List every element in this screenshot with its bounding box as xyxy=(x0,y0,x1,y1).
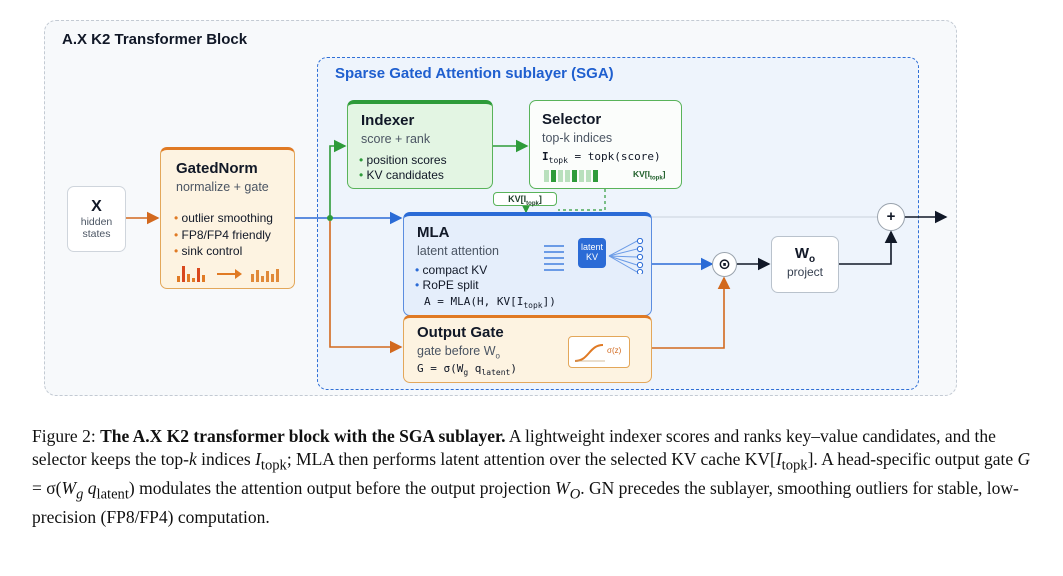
output-gate-title: Output Gate xyxy=(417,324,504,341)
output-gate-subtitle: gate before Wo xyxy=(417,344,500,361)
input-label: hidden xyxy=(80,216,113,228)
block-title: A.X K2 Transformer Block xyxy=(62,31,248,48)
gatednorm-block: GatedNorm normalize + gate • outlier smo… xyxy=(160,147,295,289)
gatednorm-bullet: • sink control xyxy=(174,244,243,258)
gatednorm-title: GatedNorm xyxy=(176,160,258,177)
wo-projection-block: Wo project xyxy=(771,236,839,293)
input-symbol: X xyxy=(91,198,102,215)
connector-arrows xyxy=(126,139,948,354)
input-label: states xyxy=(82,228,111,240)
to-output-gate-arrow xyxy=(329,221,403,354)
indexer-title: Indexer xyxy=(361,112,415,129)
mla-formula: A = MLA(H, KV[Itopk]) xyxy=(424,295,556,311)
latent-kv-icon: latent KV xyxy=(578,238,606,268)
gatednorm-bullet: • outlier smoothing xyxy=(174,211,273,225)
selector-title: Selector xyxy=(542,111,602,128)
selector-kv-dashed xyxy=(558,189,606,211)
wo-label: project xyxy=(786,265,824,279)
input-hidden-states: X hidden states xyxy=(67,186,126,252)
mla-title: MLA xyxy=(417,224,450,241)
indexer-block: Indexer score + rank • position scores •… xyxy=(347,100,493,189)
gatednorm-subtitle: normalize + gate xyxy=(176,180,269,194)
sga-title: Sparse Gated Attention sublayer (SGA) xyxy=(335,65,614,82)
gatednorm-bullet: • FP8/FP4 friendly xyxy=(174,227,271,242)
kv-topk-tag: KV[Itopk] xyxy=(493,192,557,207)
to-indexer-arrow xyxy=(329,139,347,218)
mla-block: MLA latent attention • compact KV • RoPE… xyxy=(403,212,652,316)
output-gate-block: Output Gate gate before Wo G = σ(Wg qlat… xyxy=(403,315,652,383)
add-node: + xyxy=(877,203,905,231)
wo-to-add-arrow xyxy=(839,230,898,265)
mla-subtitle: latent attention xyxy=(417,244,500,258)
mla-bullet: • compact KV xyxy=(415,263,488,277)
multiply-node: ⊙ xyxy=(712,252,737,277)
wo-symbol: Wo xyxy=(794,245,816,265)
figure-caption: Figure 2: The A.X K2 transformer block w… xyxy=(32,426,1031,527)
selector-block: Selector top-k indices Itopk = topk(scor… xyxy=(529,100,682,189)
selector-formula: Itopk = topk(score) xyxy=(542,150,661,166)
outlier-smoothing-icon xyxy=(177,266,279,282)
indexer-subtitle: score + rank xyxy=(361,132,431,146)
selector-subtitle: top-k indices xyxy=(542,131,613,145)
gate-to-multiply-arrow xyxy=(652,276,731,349)
mla-bullet: • RoPE split xyxy=(415,278,479,292)
indexer-bullet: • position scores xyxy=(359,153,447,167)
fanout-nodes-icon xyxy=(608,238,644,274)
topk-bars-icon xyxy=(544,170,598,182)
output-gate-formula: G = σ(Wg qlatent) xyxy=(417,362,517,378)
indexer-bullet: • KV candidates xyxy=(359,168,444,182)
sigmoid-icon: σ(z) xyxy=(568,336,630,368)
token-rows-icon xyxy=(544,245,564,271)
selector-kv-tag: KV[Itopk] xyxy=(633,169,666,182)
